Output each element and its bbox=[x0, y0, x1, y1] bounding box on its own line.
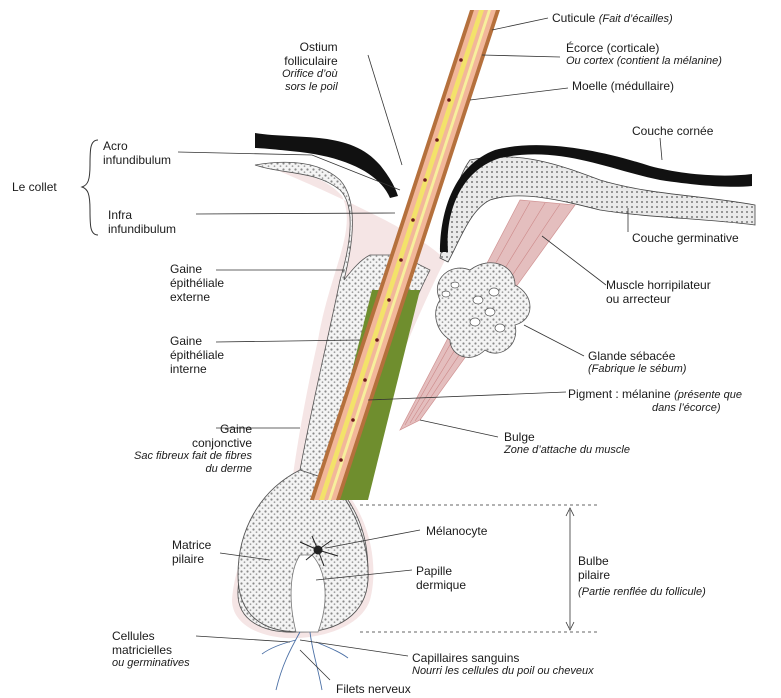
label-gaine-externe: Gaine épithéliale externe bbox=[170, 262, 224, 304]
label-ostium-note2: sors le poil bbox=[282, 81, 338, 94]
label-gaine-conjonctive: Gaine conjonctive Sac fibreux fait de fi… bbox=[112, 422, 252, 476]
label-gaine-conj-line2: conjonctive bbox=[112, 436, 252, 450]
label-gaine-int-line3: interne bbox=[170, 362, 224, 376]
label-ecorce: Écorce (corticale) Ou cortex (contient l… bbox=[566, 41, 722, 68]
label-infra-line2: infundibulum bbox=[108, 222, 176, 236]
label-papille-line2: dermique bbox=[416, 578, 466, 592]
label-moelle: Moelle (médullaire) bbox=[572, 79, 674, 93]
label-gaine-int-line2: épithéliale bbox=[170, 348, 224, 362]
label-filets-text: Filets nerveux bbox=[336, 682, 411, 696]
label-ostium-note1: Orifice d’où bbox=[282, 68, 338, 81]
label-matrice: Matrice pilaire bbox=[172, 538, 211, 566]
label-gaine-ext-line3: externe bbox=[170, 290, 224, 304]
label-ecorce-note: Ou cortex (contient la mélanine) bbox=[566, 55, 722, 68]
label-collet: Le collet bbox=[12, 180, 57, 194]
label-cuticule-note: (Fait d’écailles) bbox=[599, 13, 673, 25]
label-melanocyte-text: Mélanocyte bbox=[426, 524, 487, 538]
label-bulge: Bulge Zone d’attache du muscle bbox=[504, 430, 630, 457]
label-ecorce-text: Écorce (corticale) bbox=[566, 41, 722, 55]
label-acro-line1: Acro bbox=[103, 139, 171, 153]
label-bulbe-note: (Partie renflée du follicule) bbox=[578, 586, 706, 599]
label-ostium-line1: Ostium bbox=[282, 40, 338, 54]
epidermis-right bbox=[440, 157, 755, 262]
label-gaine-ext-line1: Gaine bbox=[170, 262, 224, 276]
label-glande-note: (Fabrique le sébum) bbox=[588, 363, 686, 376]
label-melanocyte: Mélanocyte bbox=[426, 524, 487, 538]
label-gaine-interne: Gaine épithéliale interne bbox=[170, 334, 224, 376]
label-muscle-line2: ou arrecteur bbox=[606, 292, 711, 306]
label-capillaires: Capillaires sanguins Nourri les cellules… bbox=[412, 651, 594, 678]
label-couche-cornee-text: Couche cornée bbox=[632, 124, 713, 138]
label-pigment-text: Pigment : mélanine bbox=[568, 387, 671, 401]
label-gaine-ext-line2: épithéliale bbox=[170, 276, 224, 290]
label-cellules-note: ou germinatives bbox=[112, 657, 190, 670]
label-capillaires-note: Nourri les cellules du poil ou cheveux bbox=[412, 665, 594, 678]
label-pigment-note2: dans l’écorce) bbox=[652, 402, 742, 415]
label-couche-germinative: Couche germinative bbox=[632, 231, 739, 245]
label-matrice-line1: Matrice bbox=[172, 538, 211, 552]
label-moelle-text: Moelle (médullaire) bbox=[572, 79, 674, 93]
label-cuticule: Cuticule (Fait d’écailles) bbox=[552, 11, 673, 26]
label-matrice-line2: pilaire bbox=[172, 552, 211, 566]
label-glande-text: Glande sébacée bbox=[588, 349, 686, 363]
label-bulbe-line2: pilaire bbox=[578, 568, 706, 582]
label-bulge-note: Zone d’attache du muscle bbox=[504, 444, 630, 457]
label-ostium-line2: folliculaire bbox=[282, 54, 338, 68]
label-infra: Infra infundibulum bbox=[108, 208, 176, 236]
label-papille: Papille dermique bbox=[416, 564, 466, 592]
label-acro-line2: infundibulum bbox=[103, 153, 171, 167]
label-acro: Acro infundibulum bbox=[103, 139, 171, 167]
label-gaine-conj-line1: Gaine bbox=[112, 422, 252, 436]
label-filets: Filets nerveux bbox=[336, 682, 411, 696]
label-cellules-line2: matricielles bbox=[112, 643, 190, 657]
label-bulge-text: Bulge bbox=[504, 430, 630, 444]
label-bulbe-line1: Bulbe bbox=[578, 554, 706, 568]
label-couche-germinative-text: Couche germinative bbox=[632, 231, 739, 245]
label-pigment: Pigment : mélanine (présente que dans l’… bbox=[568, 387, 742, 415]
label-bulbe: Bulbe pilaire (Partie renflée du follicu… bbox=[578, 554, 706, 599]
label-ostium: Ostium folliculaire Orifice d’où sors le… bbox=[282, 40, 338, 94]
collet-brace bbox=[82, 140, 98, 235]
label-cuticule-text: Cuticule bbox=[552, 11, 595, 25]
label-couche-cornee: Couche cornée bbox=[632, 124, 713, 138]
label-muscle-line1: Muscle horripilateur bbox=[606, 278, 711, 292]
label-collet-text: Le collet bbox=[12, 180, 57, 194]
dermal-papilla bbox=[291, 555, 325, 632]
label-muscle: Muscle horripilateur ou arrecteur bbox=[606, 278, 711, 306]
label-gaine-conj-note2: du derme bbox=[112, 463, 252, 476]
label-cellules-line1: Cellules bbox=[112, 629, 190, 643]
label-glande: Glande sébacée (Fabrique le sébum) bbox=[588, 349, 686, 376]
label-infra-line1: Infra bbox=[108, 208, 176, 222]
label-cellules: Cellules matricielles ou germinatives bbox=[112, 629, 190, 670]
label-gaine-int-line1: Gaine bbox=[170, 334, 224, 348]
label-pigment-note1: (présente que bbox=[674, 389, 742, 401]
label-papille-line1: Papille bbox=[416, 564, 466, 578]
label-gaine-conj-note1: Sac fibreux fait de fibres bbox=[112, 450, 252, 463]
label-capillaires-text: Capillaires sanguins bbox=[412, 651, 594, 665]
